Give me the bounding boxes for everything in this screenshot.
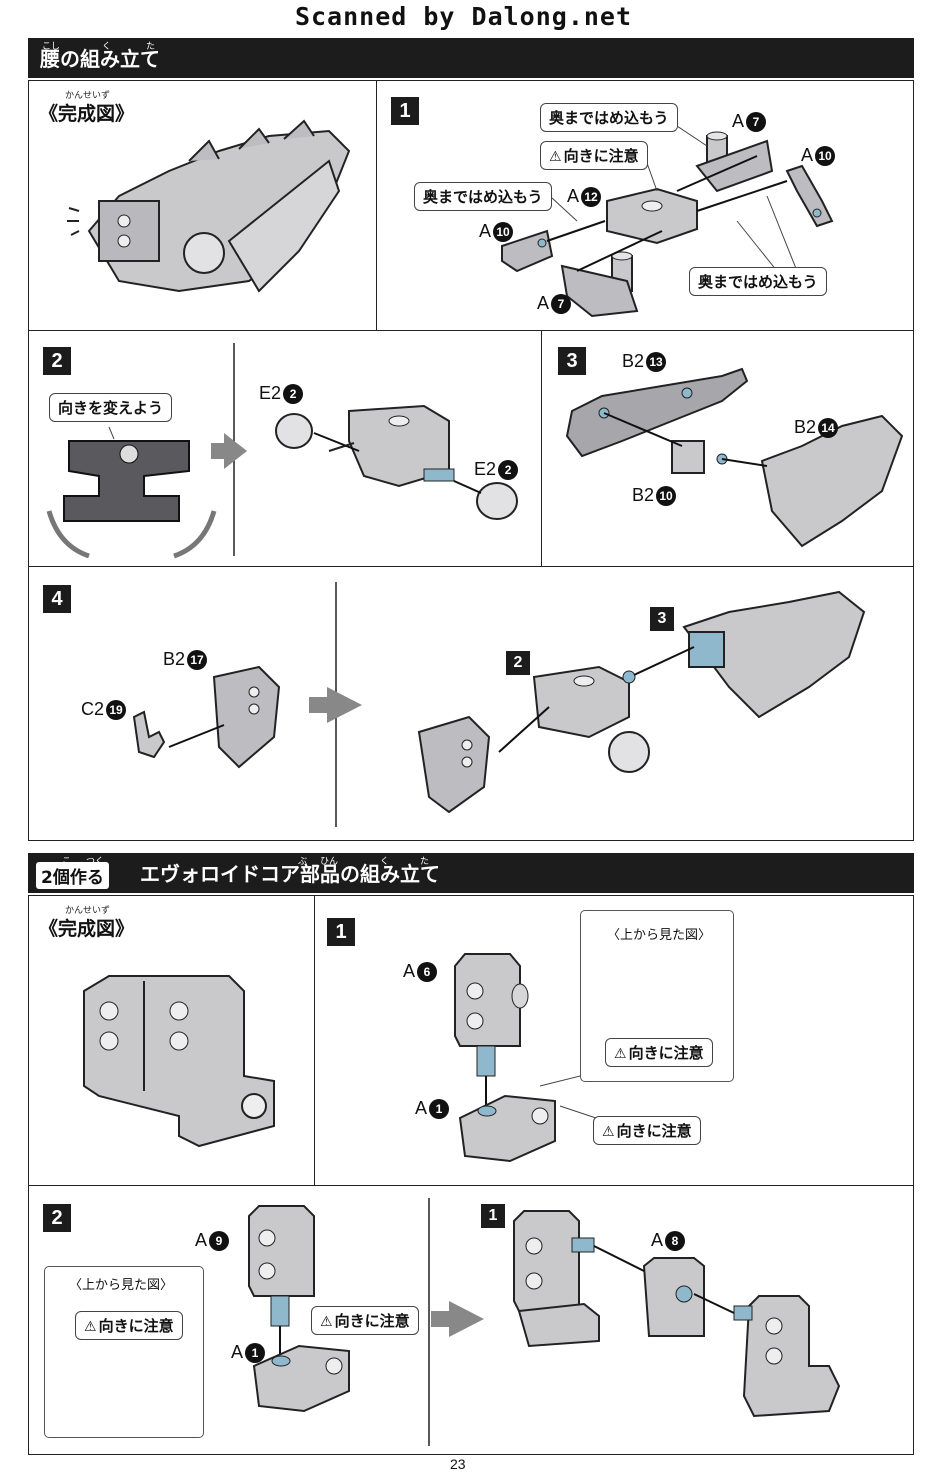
ruby-ko: こ: [62, 857, 72, 867]
top-view-label-1: 〈上から見た図〉: [607, 928, 712, 943]
page-number: 23: [450, 1456, 466, 1472]
core-complete-illustration: [83, 975, 275, 1148]
ruby-hin: ひん: [320, 857, 339, 867]
callout-change-direction: 向きを変えよう: [49, 393, 173, 422]
callout-mind-direction-core2: ⚠向きに注意: [593, 1116, 701, 1145]
step3-badge: 3: [558, 347, 586, 375]
section1-title: 腰の組み立て: [40, 47, 160, 71]
ruby-ku2: く: [380, 857, 390, 867]
callout-mind-direction-core1: ⚠向きに注意: [605, 1038, 713, 1067]
ruby-kansei: かんせいず: [65, 91, 111, 101]
ruby-bu: ぶ: [298, 857, 308, 867]
ruby-ta2: た: [420, 857, 430, 867]
warning-icon: ⚠: [549, 149, 562, 165]
ruby-ta: た: [146, 42, 156, 52]
step3-illustration: [565, 367, 904, 548]
ruby-ku: く: [102, 42, 112, 52]
section2-header: 2個作る こ つく ぶ ひん く た エヴォロイドコア部品の組み立て: [28, 853, 914, 893]
step2-illustration: [46, 343, 518, 559]
callout-mind-direction-core4: ⚠向きに注意: [311, 1306, 419, 1335]
waist-complete-illustration: [67, 119, 351, 293]
section1-header: こし く た 腰の組み立て: [28, 38, 914, 78]
complete-label: 《完成図》: [39, 103, 135, 125]
callout-push-fully-2: 奥まではめ込もう: [414, 182, 552, 211]
step1-badge: 1: [391, 97, 419, 125]
section2-title: エヴォロイドコア部品の組み立て: [140, 862, 440, 886]
core-step2-badge: 2: [43, 1204, 71, 1232]
complete-panel-core: かんせいず 《完成図》: [28, 895, 316, 1187]
top-view-label-2: 〈上から見た図〉: [69, 1278, 174, 1293]
step4-badge: 4: [43, 585, 71, 613]
warning-icon: ⚠: [84, 1319, 97, 1335]
callout-mind-direction-core3: ⚠向きに注意: [75, 1311, 183, 1340]
callout-mind-direction: ⚠向きに注意: [540, 141, 648, 170]
step2-badge: 2: [43, 347, 71, 375]
complete-label-2: 《完成図》: [39, 918, 135, 940]
step1-panel: 1 奥まではめ込もう ⚠向きに注意 奥まではめ込もう 奥まではめ込もう: [376, 80, 914, 332]
step4-illustration: [132, 582, 866, 827]
complete-panel-waist: かんせいず 《完成図》: [28, 80, 378, 332]
warning-icon: ⚠: [320, 1314, 333, 1330]
core-step1-badge: 1: [327, 918, 355, 946]
subassembly-ref-3: 3: [650, 607, 674, 631]
callout-push-fully-1: 奥まではめ込もう: [540, 103, 678, 132]
callout-push-fully-3: 奥まではめ込もう: [689, 267, 827, 296]
warning-icon: ⚠: [602, 1124, 615, 1140]
subassembly-ref-1: 1: [481, 1204, 505, 1228]
top-view-box-2: [44, 1266, 204, 1438]
ruby-tsuku: つく: [86, 857, 105, 867]
make-two-badge: 2個作る: [36, 862, 109, 889]
ruby-koshi: こし: [42, 42, 61, 52]
scan-credit: Scanned by Dalong.net: [294, 2, 633, 31]
ruby-kansei-2: かんせいず: [65, 906, 111, 916]
subassembly-ref-2: 2: [506, 651, 530, 675]
warning-icon: ⚠: [614, 1046, 627, 1062]
step1-illustration: [501, 125, 834, 318]
